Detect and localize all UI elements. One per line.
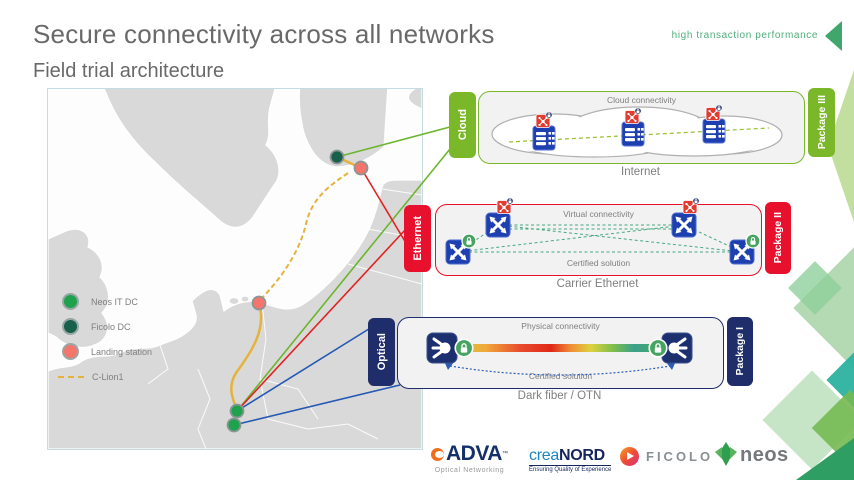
encryptor-badge-icon [496,197,514,214]
slide-title: Secure connectivity across all networks [33,19,495,49]
brand-tagline: high transaction performance [671,30,818,41]
ficolo-icon [620,447,639,466]
internet-caption: Internet [621,166,660,178]
cloud-tab: Cloud [449,92,476,158]
tagline-triangle-icon [825,21,842,51]
cloud-package-box: Cloud connectivity [478,91,805,164]
package-3-label: Package III [815,95,828,150]
ethernet-diagram [444,197,761,266]
dwdm-spectrum-bar [462,344,660,352]
legend-label: Landing station [91,346,153,357]
neos-dc-dot-icon [62,293,79,310]
optical-diagram [425,331,694,376]
package-1-label: Package I [734,327,746,376]
optical-package-box: Physical connectivity Certified solution [397,317,724,389]
virtual-connectivity-label: Virtual connectivity [563,209,634,219]
ethernet-package-box: Virtual connectivity Certified solution [435,197,762,276]
c-lion1-dash-icon [58,375,84,378]
neos-wordmark: neos [740,443,789,466]
ficolo-wordmark: FICOLO [646,449,714,464]
optical-tab: Optical [368,318,395,386]
europe-map: Neos IT DC Ficolo DC Landing station C-L… [47,88,423,450]
map-legend: Neos IT DC Ficolo DC Landing station C-L… [58,289,152,389]
lock-badge-icon [648,338,668,358]
encrypted-server-icon [703,105,725,143]
cloud-diagram [491,92,783,158]
fiber-connector-icon [425,331,459,365]
legend-label: Ficolo DC [91,321,131,332]
cloud-tab-label: Cloud [456,109,469,141]
package-2-tab: Package II [765,202,791,274]
lock-badge-icon [454,338,474,358]
ethernet-switch-icon [670,211,698,239]
legend-item-ficolo: Ficolo DC [62,314,152,339]
ficolo-dc-dot-icon [62,318,79,335]
physical-connectivity-label: Physical connectivity [521,321,600,331]
adva-wordmark: ADVA [446,442,502,465]
legend-item-neos: Neos IT DC [62,289,152,314]
legend-label: C-Lion1 [92,371,124,382]
adva-logo: ADVA ™ Optical Networking [431,442,508,474]
neos-leaf-icon [715,442,737,466]
ethernet-tab-label: Ethernet [411,216,424,261]
slide-subtitle: Field trial architecture [33,60,225,82]
adva-swoosh-icon [431,447,444,461]
cloud-connectivity-label: Cloud connectivity [607,95,676,105]
optical-tab-label: Optical [375,333,388,371]
encryptor-badge-icon [682,197,700,214]
creanord-subtext: Ensuring Quality of Experience [529,465,612,473]
landing-station-dot-icon [62,343,79,360]
package-1-tab: Package I [727,317,753,386]
legend-label: Neos IT DC [91,296,138,307]
certified-solution-label: Certified solution [566,258,631,268]
package-2-label: Package II [772,212,784,264]
trademark-symbol: ™ [501,451,508,457]
adva-subtext: Optical Networking [434,467,505,474]
certified-solution-arc [449,365,671,376]
map-land-shapes [48,89,422,449]
lock-badge-icon [461,233,477,249]
creanord-wordmark-part2: NORD [558,447,605,464]
certified-solution-label: Certified solution [528,371,593,381]
package-3-tab: Package III [808,88,835,157]
creanord-logo: creaNORD Ensuring Quality of Experience [529,447,612,473]
neos-logo: neos [712,440,789,470]
ethernet-switch-icon [484,211,512,239]
lock-badge-icon [745,233,761,249]
ethernet-tab: Ethernet [404,205,431,272]
creanord-wordmark-part1: crea [529,447,559,464]
legend-item-landing: Landing station [62,339,152,364]
decor-corner-triangle [796,438,854,480]
carrier-ethernet-caption: Carrier Ethernet [556,278,639,290]
ficolo-logo: FICOLO [620,447,713,466]
dark-fiber-caption: Dark fiber / OTN [517,390,602,402]
legend-item-clion1: C-Lion1 [58,364,152,389]
